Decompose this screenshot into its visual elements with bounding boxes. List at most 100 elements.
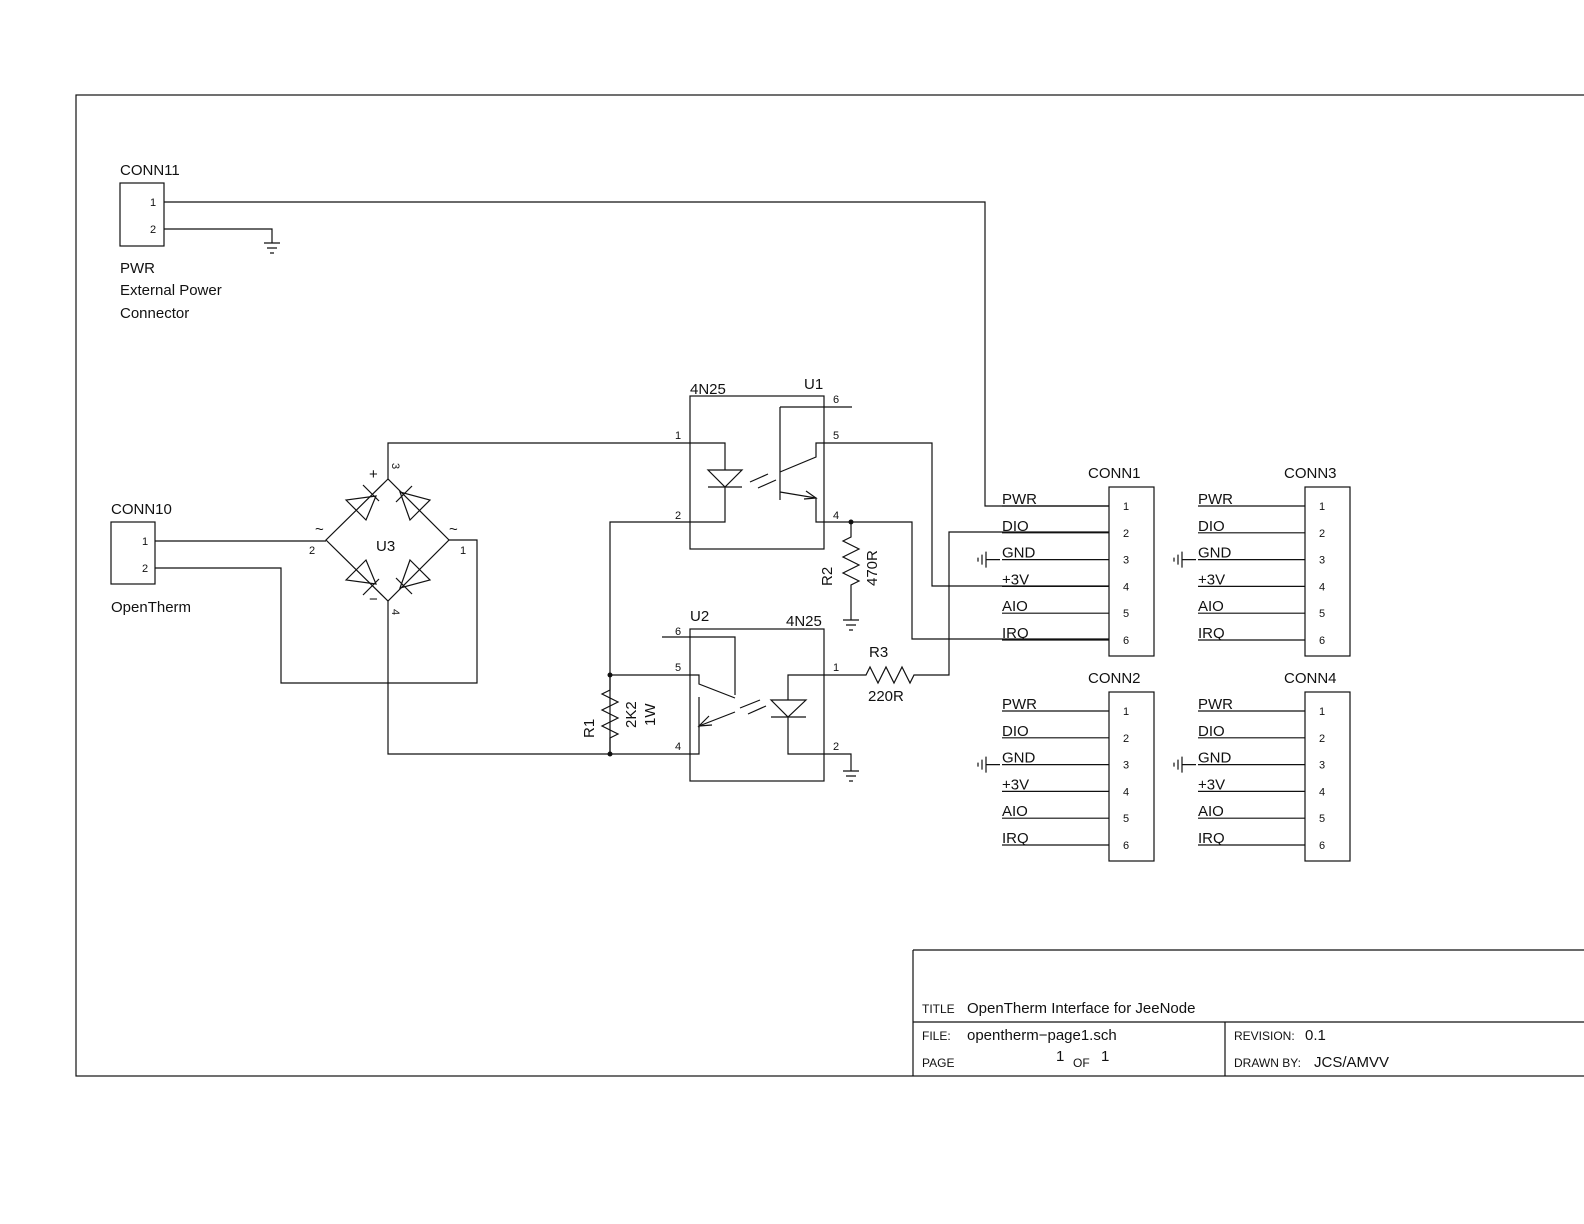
u3-pin-1: 1 [460,545,466,557]
port-signal-label: IRQ [1002,830,1029,847]
port-connector-body [1304,691,1351,862]
u2-pin-4: 4 [675,741,681,753]
u2-pin-1: 1 [833,662,839,674]
port-pin-number: 5 [1123,813,1129,825]
conn11-value-line-3: Connector [120,305,189,322]
port-pin-number: 2 [1123,528,1129,540]
resistor-icon [600,675,620,754]
port-signal-label: AIO [1198,803,1224,820]
led-icon [706,469,744,488]
u2-part: 4N25 [786,613,822,630]
port-signal-label: PWR [1198,491,1233,508]
r3-ref: R3 [869,644,888,661]
port-signal-label: DIO [1198,723,1225,740]
bridge-diode-icon [344,558,380,596]
port-pin-number: 4 [1319,786,1325,798]
port-signal-label: GND [1002,545,1036,562]
conn11-value-line-1: PWR [120,260,155,277]
port-pin-number: 1 [1319,501,1325,513]
resistor-r2: R2 470R [819,522,881,631]
port-signal-label: +3V [1198,571,1225,588]
conn10-value: OpenTherm [111,599,191,616]
port-pin-number: 6 [1319,635,1325,647]
conn10-pin-1: 1 [142,536,148,548]
conn11-ref: CONN11 [120,162,180,179]
conn10-ref: CONN10 [111,501,172,518]
page-label: PAGE [922,1056,954,1070]
wire-irq [824,521,1109,640]
port-pin-number: 1 [1319,706,1325,718]
u2-pin-6: 6 [675,626,681,638]
resistor-icon [841,522,861,614]
u3-ac-left: ~ [315,521,324,538]
port-signal-label: +3V [1002,776,1029,793]
u3-pin-4: 4 [389,609,401,615]
title-block-lines [912,949,1584,1076]
u1-emitter-arrow-icon [803,490,818,500]
port-signal-label: PWR [1002,491,1037,508]
drawn-by-value: JCS/AMVV [1314,1054,1389,1071]
title-block: TITLE OpenTherm Interface for JeeNode FI… [912,949,1584,1076]
port-signal-label: DIO [1198,518,1225,535]
port-signal-label: +3V [1198,776,1225,793]
u2-base-lead [662,636,736,695]
u1-ref: U1 [804,376,823,393]
u2-pin-2: 2 [833,741,839,753]
wire-conn11-gnd [164,228,273,243]
port-ref: CONN3 [1284,465,1337,482]
revision-value: 0.1 [1305,1027,1326,1044]
optocoupler-u1: 4N25 U1 1 2 4 5 6 [675,376,852,550]
port-ref: CONN2 [1088,670,1141,687]
wire-bridge-plus [387,442,690,479]
port-signal-label: DIO [1002,723,1029,740]
conn10: CONN10 1 2 OpenTherm [110,501,191,616]
port-pin-number: 6 [1319,840,1325,852]
drawn-by-label: DRAWN BY: [1234,1056,1301,1070]
port-pin-number: 3 [1123,555,1129,567]
port-pin-number: 3 [1123,760,1129,772]
u3-pin-2: 2 [309,545,315,557]
r3-value: 220R [868,688,904,705]
u1-pin-1: 1 [675,430,681,442]
port-connector-body [1108,486,1155,657]
ground-icon [843,614,859,631]
port-signal-label: PWR [1198,696,1233,713]
port-pin-number: 1 [1123,501,1129,513]
ground-symbol-conn11 [264,242,280,254]
led-icon [769,699,808,718]
port-connector-body [1304,486,1351,657]
sheet-title: OpenTherm Interface for JeeNode [967,1000,1195,1017]
conn11: CONN11 1 2 PWR External Power Connector [119,162,222,322]
u3-ref: U3 [376,538,395,555]
u1-collector [779,442,824,473]
resistor-r3: R3 220R [824,531,1109,705]
port-pin-number: 1 [1123,706,1129,718]
u1-pin-4: 4 [833,510,839,522]
port-pin-number: 3 [1319,760,1325,772]
u1-led-leads [690,442,726,523]
r2-ref: R2 [819,567,836,586]
port-signal-label: IRQ [1002,625,1029,642]
optocoupler-u2: U2 4N25 6 5 4 1 2 [662,608,839,782]
r1-ref: R1 [581,719,598,738]
conn10-pin-2: 2 [142,563,148,575]
conn11-pin-2: 2 [150,224,156,236]
u3-ac-right: ~ [449,521,458,538]
r1-value-1: 2K2 [623,701,640,728]
port-signal-label: AIO [1002,803,1028,820]
wire-pwr [164,201,1109,507]
conn10-body [110,521,156,585]
port-signal-label: AIO [1002,598,1028,615]
port-pin-number: 6 [1123,635,1129,647]
port-signal-label: GND [1198,545,1232,562]
revision-label: REVISION: [1234,1029,1295,1043]
u1-part: 4N25 [690,381,726,398]
port-signal-label: AIO [1198,598,1224,615]
port-pin-number: 5 [1319,813,1325,825]
light-arrows-icon [739,699,767,715]
u3-plus: + [369,466,378,483]
